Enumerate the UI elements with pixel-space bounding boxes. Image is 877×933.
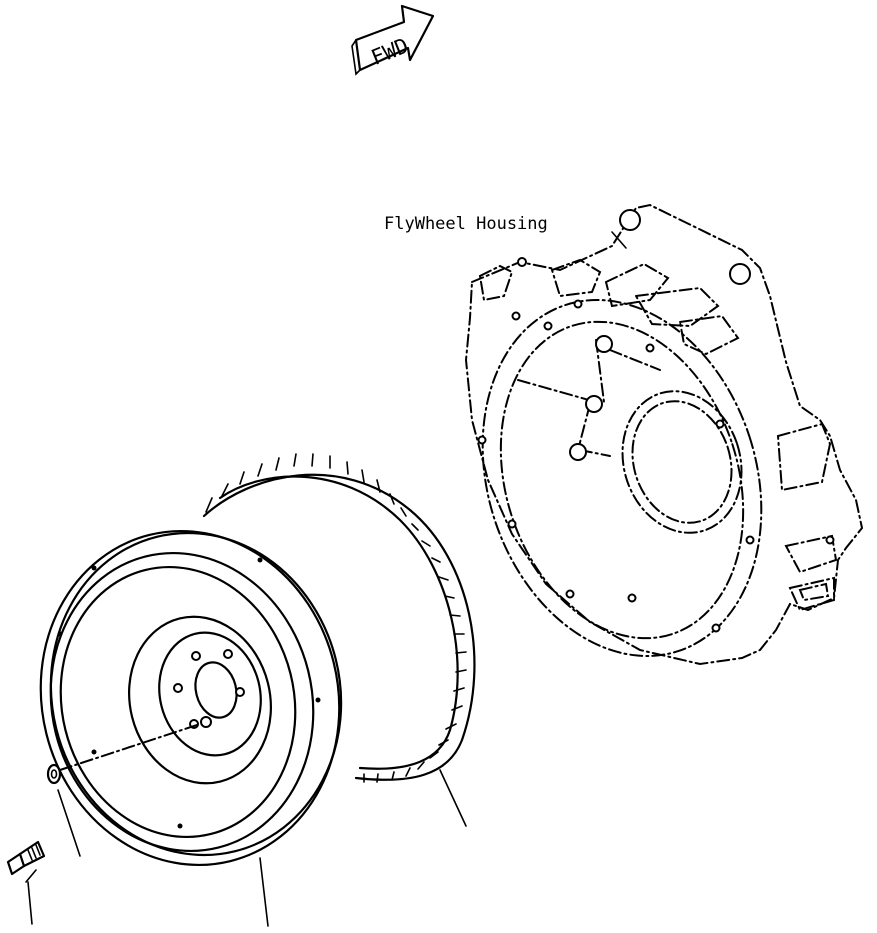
flywheel-housing-label: FlyWheel Housing bbox=[384, 214, 548, 234]
flywheel-housing bbox=[464, 203, 864, 666]
assembly-axis bbox=[59, 723, 201, 771]
washer bbox=[46, 763, 81, 857]
ring-gear bbox=[202, 453, 476, 827]
fwd-arrow-label: FWD bbox=[368, 33, 412, 69]
flywheel-leader bbox=[259, 857, 269, 927]
ring-gear-leader bbox=[439, 769, 467, 827]
washer-leader bbox=[57, 789, 81, 857]
flywheel bbox=[39, 530, 343, 927]
fwd-arrow: FWD bbox=[351, 4, 435, 76]
flywheel-housing-leader bbox=[611, 231, 627, 249]
bolt bbox=[6, 840, 46, 925]
bolt-leader bbox=[25, 869, 37, 883]
